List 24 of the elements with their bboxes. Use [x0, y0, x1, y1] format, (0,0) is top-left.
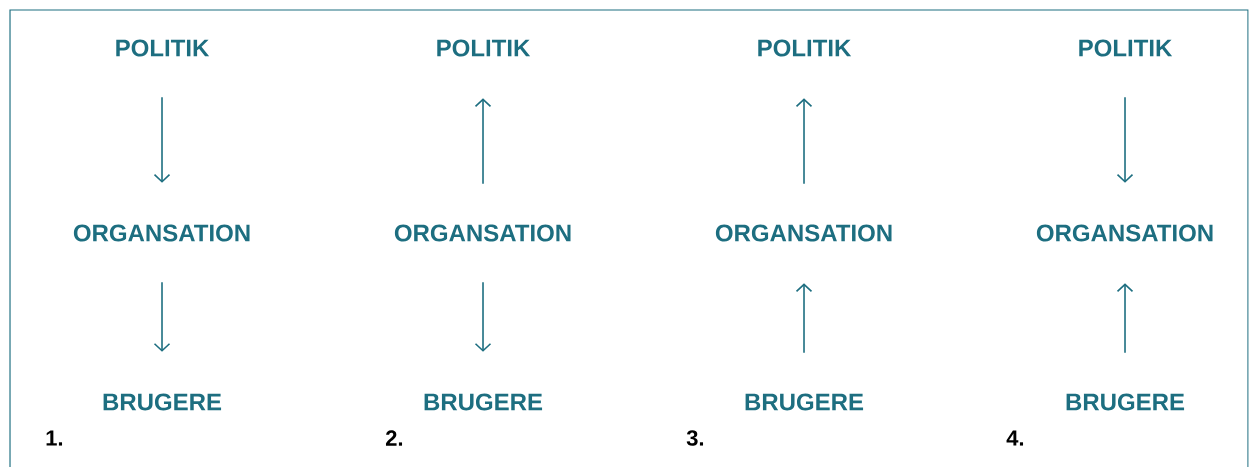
level-label: BRUGERE — [103, 393, 222, 411]
level-label: POLITIK — [116, 39, 210, 57]
arrow — [1116, 96, 1134, 183]
level-label: BRUGERE — [424, 393, 543, 411]
arrow — [795, 283, 813, 354]
arrow — [153, 281, 171, 352]
arrow — [474, 98, 492, 185]
level-label: POLITIK — [758, 39, 852, 57]
level-label: ORGANSATION — [394, 224, 571, 242]
arrow — [153, 96, 171, 183]
panel-number: 1. — [46, 430, 63, 446]
level-label: POLITIK — [437, 39, 531, 57]
arrow — [795, 98, 813, 185]
panel-number: 4. — [1006, 430, 1024, 446]
level-label: BRUGERE — [745, 393, 864, 411]
panel-number: 2. — [386, 430, 403, 446]
level-label: ORGANSATION — [1036, 224, 1213, 242]
level-label: POLITIK — [1079, 39, 1173, 57]
level-label: ORGANSATION — [715, 224, 892, 242]
arrow — [474, 281, 492, 352]
level-label: BRUGERE — [1066, 393, 1185, 411]
level-label: ORGANSATION — [73, 224, 250, 242]
panel-number: 3. — [686, 430, 704, 446]
arrow — [1116, 283, 1134, 354]
